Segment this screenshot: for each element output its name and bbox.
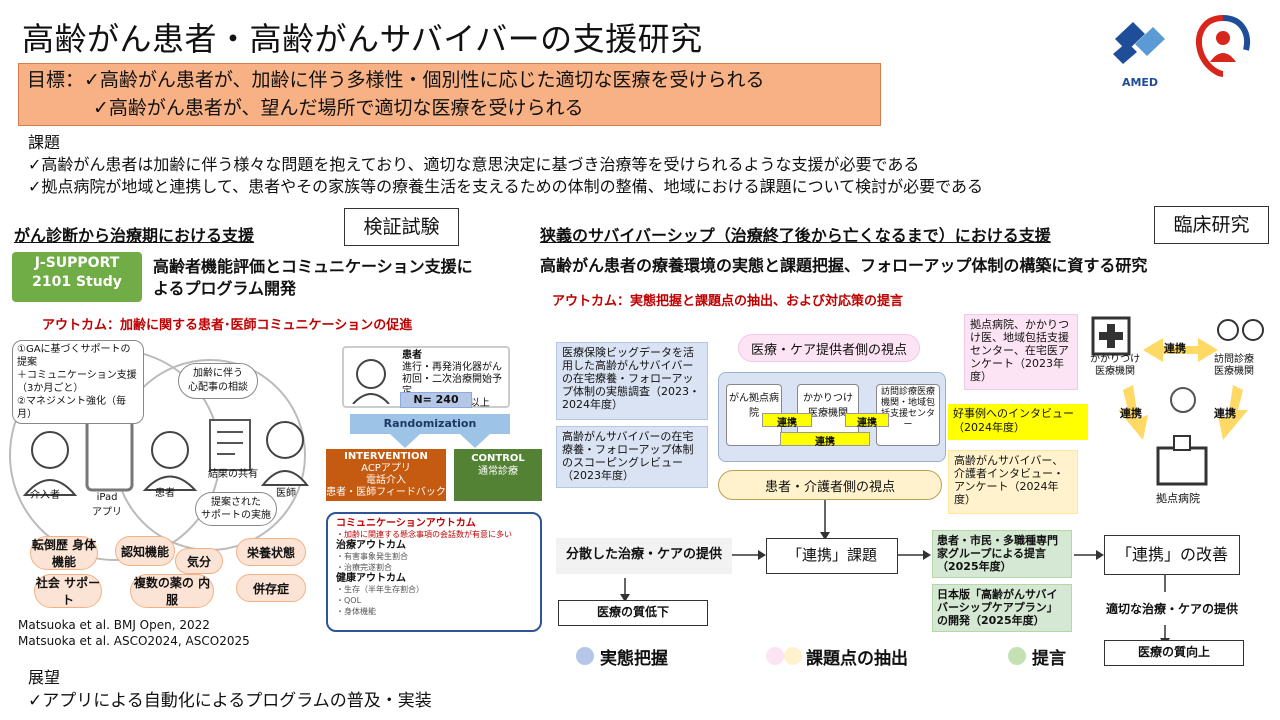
legend-dot-green xyxy=(1008,647,1026,665)
oval-medication: 複数の薬の 内服 xyxy=(130,574,214,608)
concern-bubble: 加齢に伴う心配事の相談 xyxy=(178,363,258,399)
oval-cognition: 認知機能 xyxy=(115,536,175,566)
share-label: 結果の共有 xyxy=(208,469,258,480)
intervention-illustration xyxy=(9,349,310,561)
outcomes-box: コミュニケーションアウトカム ・加齢に関連する懸念事項の会話数が有意に多い 治療… xyxy=(326,512,542,632)
map-renkei-top: 連携 xyxy=(1164,342,1186,355)
legend-survey: 実態把握 xyxy=(600,649,668,669)
dispersed-care: 分散した治療・ケアの提供 xyxy=(556,538,732,574)
expert-proposal: 患者・市民・多職種専門家グループによる提言（2025年度） xyxy=(932,530,1072,578)
survivor-survey-box: 高齢がんサバイバー、介護者インタビュー・アンケート（2024年度） xyxy=(948,450,1078,514)
left-heading: がん診断から治療期における支援 xyxy=(14,226,255,245)
quality-up: 医療の質向上 xyxy=(1104,640,1244,666)
map-home-care: 訪問診療医療機関 xyxy=(1214,354,1254,377)
appropriate-care: 適切な治療・ケアの提供 xyxy=(1106,602,1239,616)
patient-label: 患者 xyxy=(155,488,175,499)
patient-view: 患者・介護者側の視点 xyxy=(718,470,942,500)
flow-arrows xyxy=(620,500,1170,646)
map-renkei-left: 連携 xyxy=(1120,407,1142,420)
right-heading: 狭義のサバイバーシップ（治療終了後から亡くなるまで）における支援 xyxy=(540,226,1051,245)
renkei-1: 連携 xyxy=(762,413,812,429)
reference-1: Matsuoka et al. BMJ Open, 2022 xyxy=(18,618,210,632)
renkei-issue: 「連携」課題 xyxy=(766,538,898,574)
amed-logo: AMED xyxy=(1105,14,1175,89)
careplan-box: 日本版「高齢がんサバイバーシップケアプラン」の開発（2025年度） xyxy=(932,584,1072,632)
intervention-arm: INTERVENTION ACPアプリ 電話介入 患者・医師フィードバック xyxy=(326,449,446,501)
doctor-label: 医師 xyxy=(276,488,296,499)
provider-view: 医療・ケア提供者側の視点 xyxy=(738,334,920,362)
goal-box: 目標：✓高齢がん患者が、加齢に伴う多様性・個別性に応じた適切な医療を受けられる … xyxy=(18,63,881,126)
legend-dot-pink xyxy=(766,647,784,665)
elderly-patient-icon xyxy=(352,359,390,404)
right-outcome: アウトカム：実態把握と課題点の抽出、および対応策の提言 xyxy=(552,294,904,309)
randomization: Randomization xyxy=(350,414,510,434)
caregiver-label: 介入者 xyxy=(30,490,60,501)
outlook-heading: 展望 xyxy=(28,668,61,687)
legend-dot-yellow xyxy=(784,647,802,665)
network-figure xyxy=(1091,316,1264,486)
survey-box: 拠点病院、かかりつけ医、地域包括支援センター、在宅医アンケート（2023年度） xyxy=(964,314,1078,390)
legend-extract: 課題点の抽出 xyxy=(806,649,908,669)
map-renkei-right: 連携 xyxy=(1214,407,1236,420)
reference-2: Matsuoka et al. ASCO2024, ASCO2025 xyxy=(18,634,250,648)
interview-box: 好事例へのインタビュー（2024年度） xyxy=(948,404,1088,440)
oval-mood: 気分 xyxy=(175,548,223,574)
outlook-item: ✓アプリによる自動化によるプログラムの普及・実装 xyxy=(28,691,432,711)
patient-box: 患者 進行・再発消化器がん 初回・二次治療開始予定 PS 0-2 ，70歳以上 xyxy=(342,346,510,409)
verification-tag: 検証試験 xyxy=(344,208,459,246)
map-family-doctor: かかりつけ医療機関 xyxy=(1090,354,1141,377)
oval-fall: 転倒歴 身体機能 xyxy=(30,536,98,570)
right-subtitle: 高齢がん患者の療養環境の実態と課題把握、フォローアップ体制の構築に資する研究 xyxy=(540,256,1148,275)
renkei-3: 連携 xyxy=(780,432,870,448)
oval-comorbidity: 併存症 xyxy=(236,574,306,602)
map-hospital: 拠点病院 xyxy=(1156,492,1200,505)
oval-social: 社会 サポート xyxy=(34,574,102,608)
clinical-study-tag: 臨床研究 xyxy=(1154,206,1269,244)
legend-proposal: 提言 xyxy=(1032,649,1066,669)
review-box: 高齢がんサバイバーの在宅療養・フォローアップ体制のスコーピングレビュー（2023… xyxy=(556,426,708,488)
renkei-2: 連携 xyxy=(845,413,889,429)
control-arm: CONTROL 通常診療 xyxy=(454,449,542,501)
legend-dot-blue xyxy=(576,647,594,665)
support-bubble: ①GAに基づくサポートの提案＋コミュニケーション支援（3か月ごと）②マネジメント… xyxy=(12,340,144,424)
sample-size: N= 240 xyxy=(400,392,472,408)
ministry-logo xyxy=(1192,12,1254,84)
page-title: 高齢がん患者・高齢がんサバイバーの支援研究 xyxy=(22,20,703,58)
oval-nutrition: 栄養状態 xyxy=(236,538,306,566)
proposed-bubble: 提案されたサポートの実施 xyxy=(195,492,277,526)
issues-section: 課題 ✓高齢がん患者は加齢に伴う様々な問題を抱えており、適切な意思決定に基づき治… xyxy=(28,133,984,196)
program-title: 高齢者機能評価とコミュニケーション支援によるプログラム開発 xyxy=(153,257,473,298)
quality-down: 医療の質低下 xyxy=(558,600,708,626)
renkei-improve: 「連携」の改善 xyxy=(1104,535,1240,575)
bigdata-box: 医療保険ビッグデータを活用した高齢がんサバイバーの在宅療養・フォローアップ体制の… xyxy=(556,342,708,420)
left-outcome: アウトカム：加齢に関する患者･医師コミュニケーションの促進 xyxy=(42,318,413,333)
randomization-arrows xyxy=(390,434,490,448)
